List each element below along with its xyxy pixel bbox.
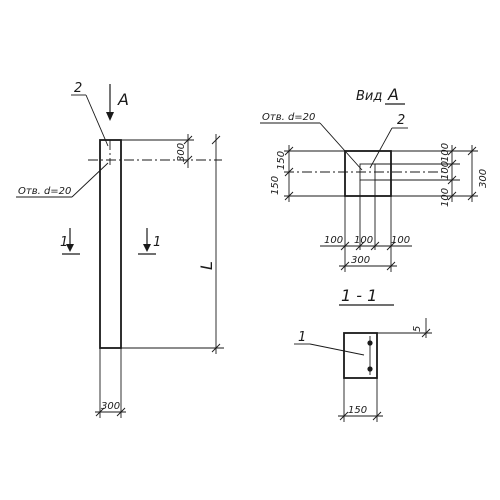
hole-label-leader [71,162,109,198]
view-a-dim-left-bottom: 150 [270,176,281,195]
column-outline [99,139,122,349]
section-outline [343,332,378,379]
dim-length-tick-2 [211,343,221,353]
view-a-outline [344,150,392,197]
section-title: 1 - 1 [341,286,377,305]
view-a-bottom-tick-3 [370,241,380,251]
callout-2-leader [85,94,109,147]
view-a-bottom-tick-5 [340,261,350,271]
view-a-right-tick-1 [447,146,457,156]
view-a-right-tick-3 [447,175,457,185]
view-a-bottom-tick-6 [386,261,396,271]
dim-width-tick-2 [116,407,126,417]
section-left-number: 1 [60,235,68,250]
view-a-title-prefix: Вид [356,89,382,104]
view-a-left-tick-2 [284,167,294,177]
view-a-dim-right-bottom: 100 [440,188,451,207]
view-a-bottom-tick-4 [386,241,396,251]
view-a-right-tick-5 [467,146,477,156]
section-callout-leader [309,343,365,356]
view-a-right-tick-2 [447,159,457,169]
view-a-dim-right-mid: 100 [440,161,451,180]
dim-top-tick-2 [183,155,193,165]
view-a-dim-bottom-total: 300 [351,255,370,266]
section-dim-cover: 5 [412,326,423,332]
section-rebar-bottom [367,366,373,372]
view-arrow-letter: A [117,90,129,109]
view-a-dim-right-total: 300 [478,169,489,188]
view-a-hole-label: Отв. d=20 [262,112,315,123]
hole-label: Отв. d=20 [18,186,71,197]
section-1-1: 1 - 1 1 5 150 [294,286,432,422]
section-cover-tick [421,328,431,338]
section-width-tick-1 [339,411,349,421]
section-width-tick-2 [372,411,382,421]
view-a-dim-bottom-left: 100 [324,235,343,246]
view-a-callout-leader [369,127,393,169]
view-arrow-head [106,112,114,121]
section-dim-width: 150 [348,405,367,416]
section-rebar-top [367,340,373,346]
dim-top-tick-1 [183,135,193,145]
section-left-arrowhead [66,244,74,252]
dim-length-text: L [197,261,216,270]
view-a-right-tick-4 [447,191,457,201]
view-a-bottom-tick-2 [355,241,365,251]
view-a-dim-bottom-right: 100 [391,235,410,246]
dim-width-tick-1 [95,407,105,417]
view-a-hole-leader [319,122,363,171]
dim-length-tick-1 [211,135,221,145]
view-a-dim-left-top: 150 [276,151,287,170]
view-a-left-tick-1 [284,146,294,156]
section-right-arrowhead [143,244,151,252]
dim-top-text: 300 [176,143,187,162]
view-a: Вид А Отв. d=20 2 150 150 [260,85,489,272]
view-a-title-letter: А [387,85,399,104]
section-right-number: 1 [153,235,161,250]
view-a-callout-number: 2 [397,113,405,128]
view-a-bottom-tick-1 [340,241,350,251]
section-callout-number: 1 [298,330,306,345]
front-view: A 2 Отв. d=20 300 L 300 1 [16,81,224,418]
view-a-right-tick-6 [467,191,477,201]
view-a-left-tick-3 [284,191,294,201]
view-a-dim-right-top: 100 [440,143,451,162]
callout-2-number: 2 [74,81,82,96]
view-a-dim-bottom-mid: 100 [354,235,373,246]
dim-width-text: 300 [101,401,120,412]
